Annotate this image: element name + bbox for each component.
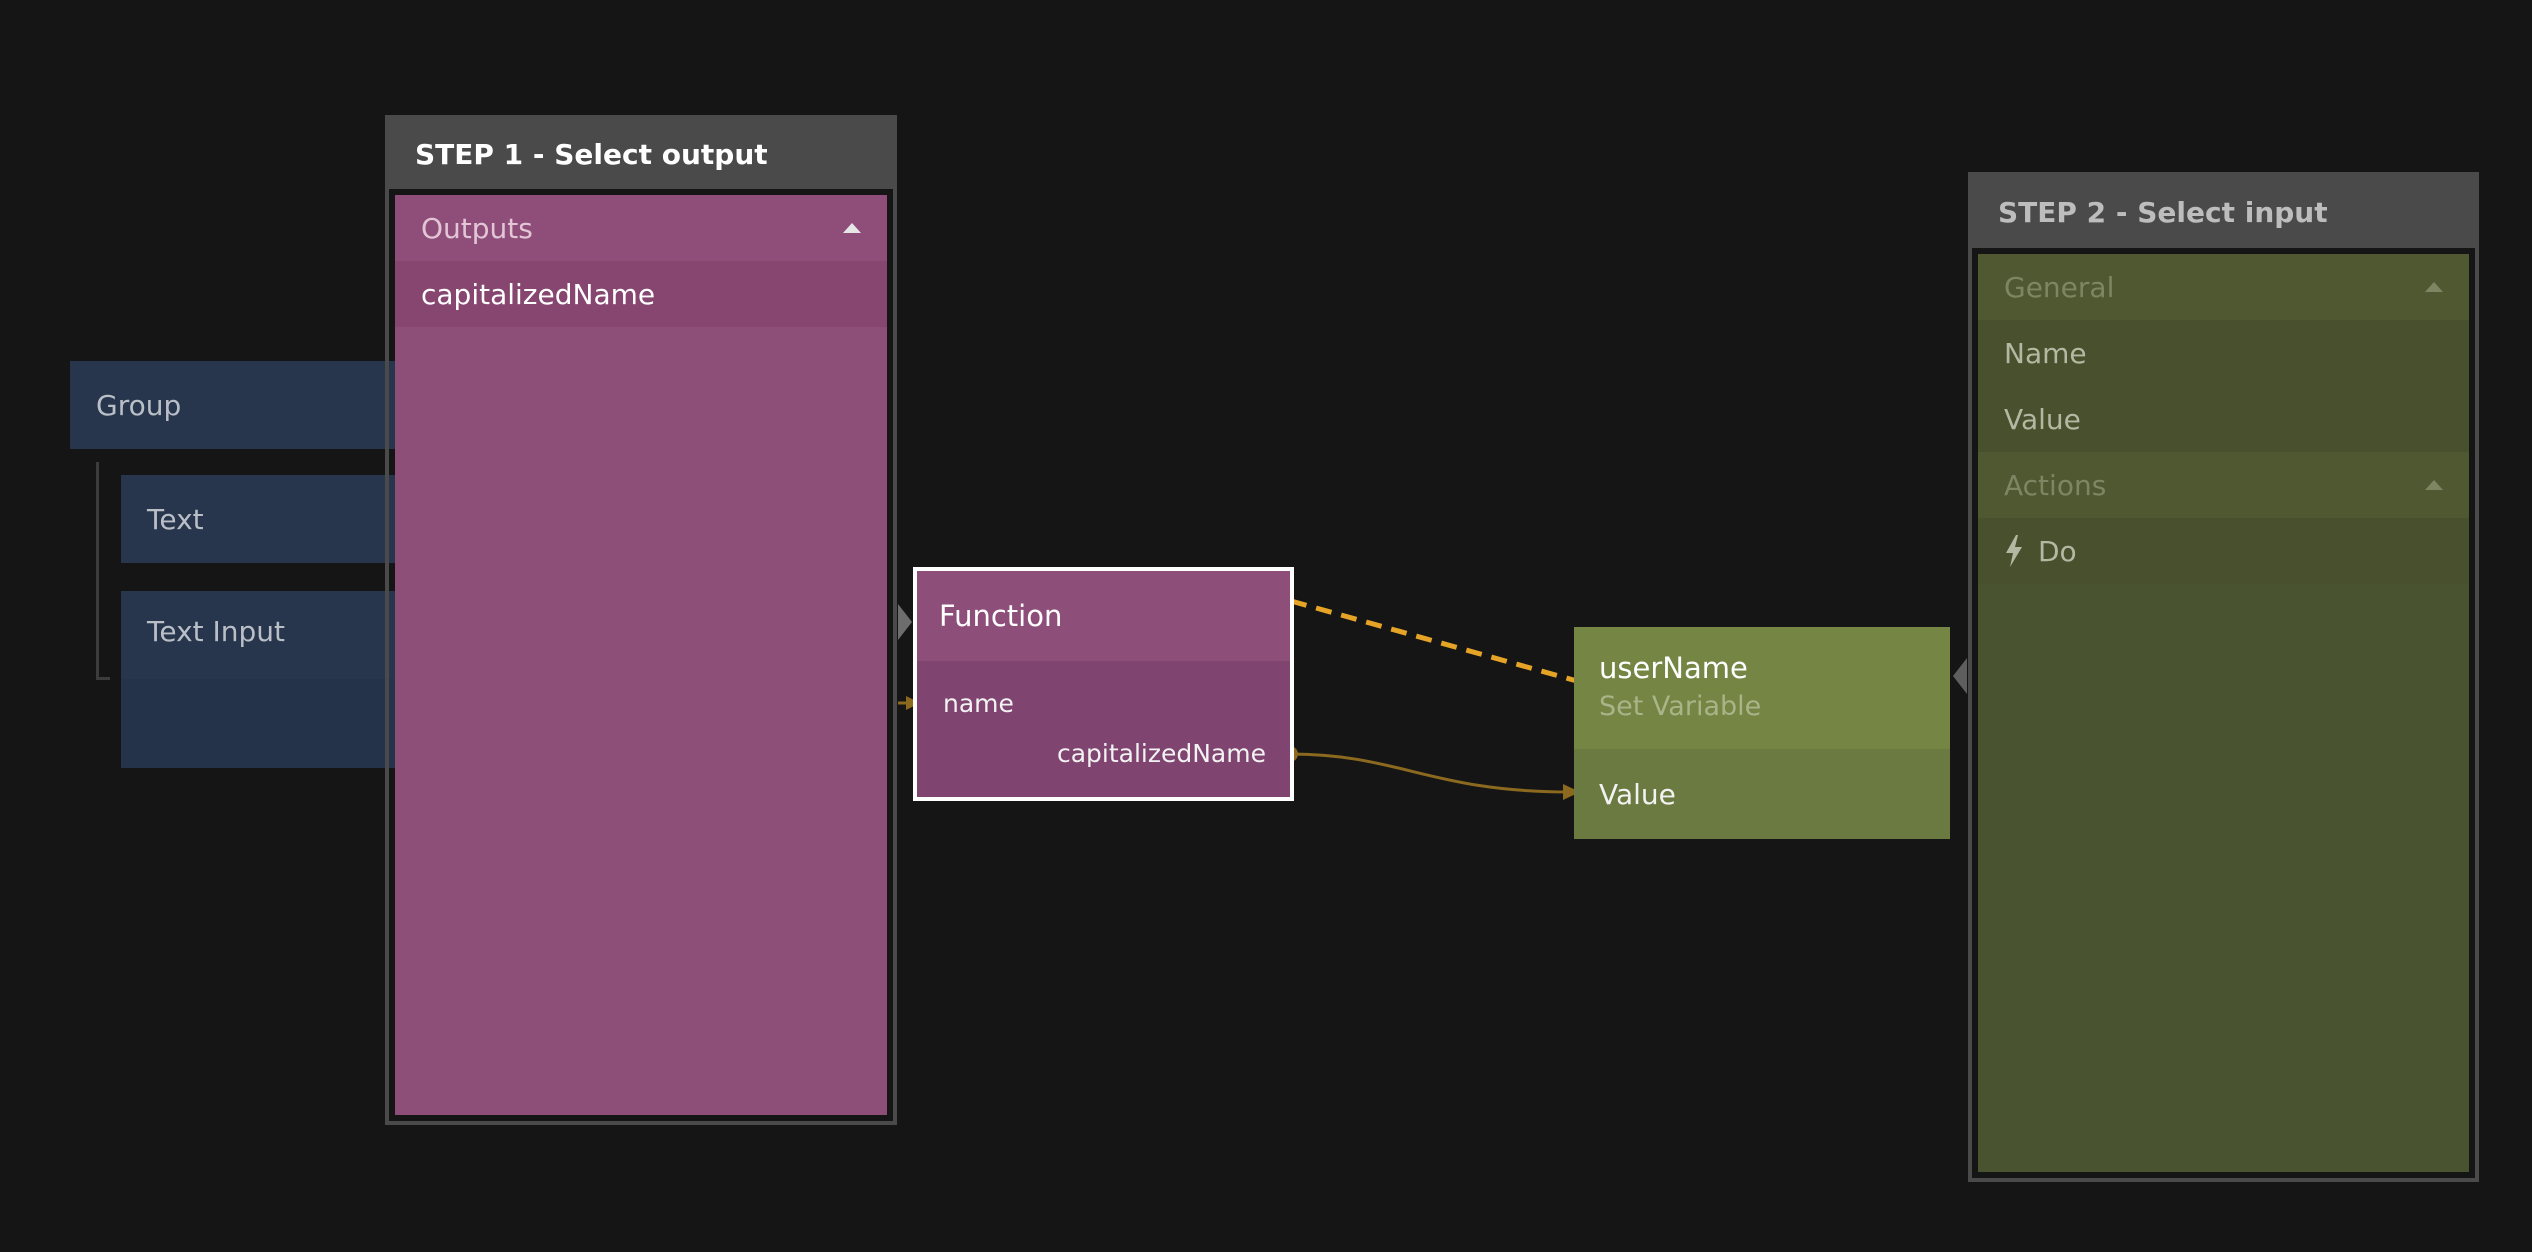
- set-variable-node-header: userName Set Variable: [1574, 627, 1950, 749]
- tree-node-group-label: Group: [96, 388, 182, 422]
- solid-connection-wire: [1289, 752, 1571, 794]
- step2-panel-body: General Name Value Actions Do: [1978, 254, 2469, 1172]
- action-item-do-label: Do: [2038, 534, 2077, 568]
- step1-panel: STEP 1 - Select output Outputs capitaliz…: [385, 115, 897, 1125]
- set-variable-node-subtitle: Set Variable: [1599, 691, 1762, 722]
- general-section-header[interactable]: General: [1978, 254, 2469, 320]
- collapse-icon[interactable]: [843, 223, 861, 233]
- step2-panel: STEP 2 - Select input General Name Value…: [1968, 172, 2479, 1182]
- set-variable-input-port-label: Value: [1599, 777, 1676, 811]
- input-item-value-label: Value: [2004, 402, 2081, 436]
- lightning-icon: [2006, 535, 2022, 567]
- tree-connector-line: [96, 462, 99, 680]
- actions-section-label: Actions: [2004, 468, 2107, 502]
- input-item-name[interactable]: Name: [1978, 320, 2469, 386]
- step1-panel-body: Outputs capitalizedName: [395, 195, 887, 1115]
- set-variable-node[interactable]: userName Set Variable Value: [1574, 627, 1950, 839]
- tree-connector-tick: [96, 677, 110, 680]
- function-node[interactable]: Function name capitalizedName: [913, 567, 1294, 801]
- step1-panel-pointer: [898, 604, 912, 640]
- input-item-name-label: Name: [2004, 336, 2087, 370]
- output-item-label: capitalizedName: [421, 277, 656, 311]
- set-variable-input-port-value[interactable]: Value: [1574, 749, 1950, 839]
- tree-node-group[interactable]: Group: [70, 361, 400, 449]
- tree-node-text-label: Text: [147, 502, 204, 536]
- collapse-icon[interactable]: [2425, 480, 2443, 490]
- tree-node-text[interactable]: Text: [121, 475, 401, 563]
- tree-node-text-input-label: Text Input: [147, 615, 286, 648]
- outputs-section-label: Outputs: [421, 211, 533, 245]
- function-output-port-capitalizedname[interactable]: capitalizedName: [1056, 739, 1266, 768]
- step2-panel-pointer: [1953, 658, 1967, 694]
- set-variable-node-title: userName: [1599, 651, 1748, 685]
- output-item-capitalizedname[interactable]: capitalizedName: [395, 261, 887, 327]
- function-input-port-name[interactable]: name: [943, 689, 1014, 718]
- function-node-title: Function: [917, 571, 1290, 661]
- value-input-arrow: [1563, 784, 1580, 800]
- actions-section-header[interactable]: Actions: [1978, 452, 2469, 518]
- action-item-do[interactable]: Do: [1978, 518, 2469, 584]
- collapse-icon[interactable]: [2425, 282, 2443, 292]
- step2-panel-title: STEP 2 - Select input: [1972, 176, 2475, 248]
- input-item-value[interactable]: Value: [1978, 386, 2469, 452]
- step1-panel-title: STEP 1 - Select output: [389, 119, 893, 189]
- general-section-label: General: [2004, 270, 2115, 304]
- outputs-section-header[interactable]: Outputs: [395, 195, 887, 261]
- tree-node-text-input[interactable]: Text Input: [121, 591, 401, 768]
